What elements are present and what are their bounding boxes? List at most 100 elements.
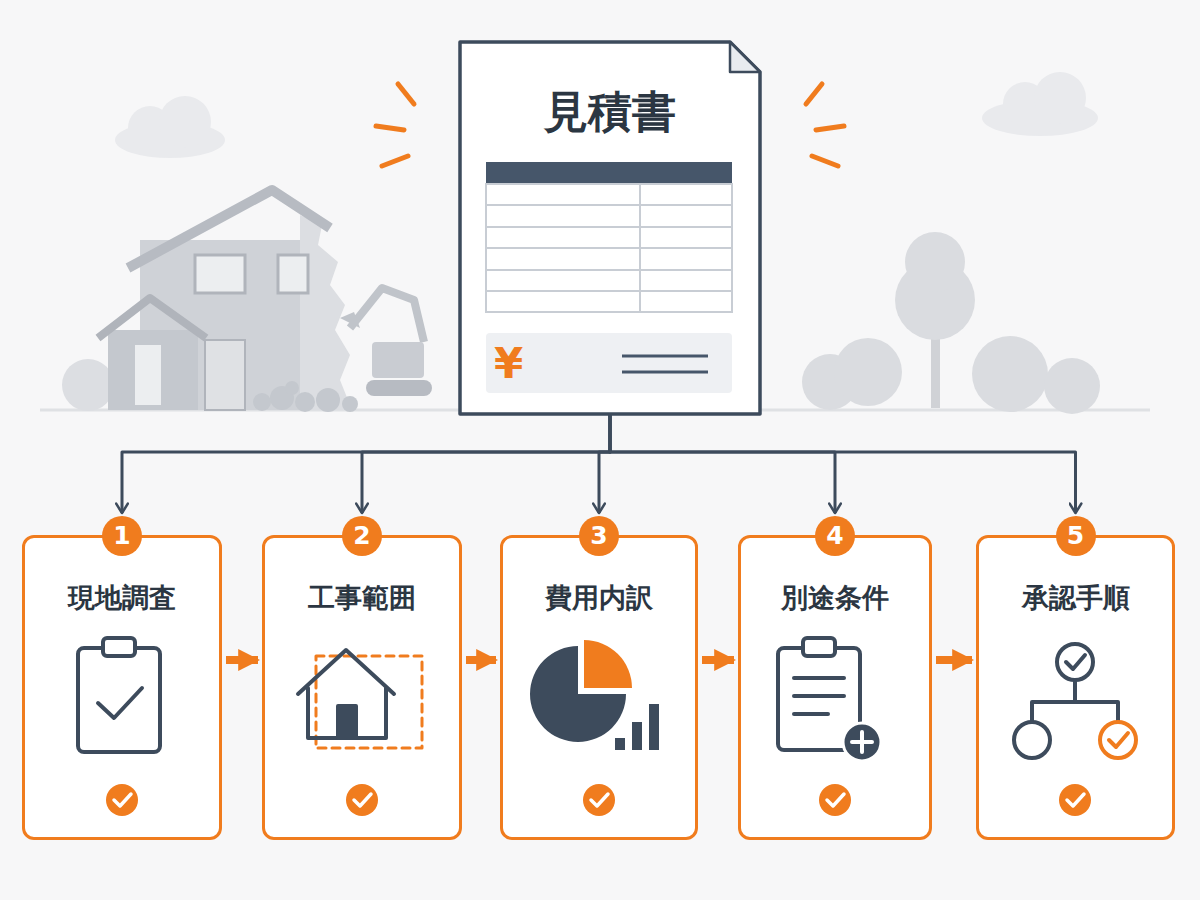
check-marks-part	[114, 794, 131, 806]
demolition-house-part	[350, 288, 424, 342]
demolition-house-part	[62, 359, 114, 411]
check-marks-part	[1059, 784, 1091, 816]
step-arrow	[936, 656, 972, 664]
demolition-house-part-part	[253, 393, 271, 411]
step-box: 1現地調査	[22, 535, 222, 840]
step-box: 3費用内訳	[500, 535, 698, 840]
branch-arrow	[599, 414, 610, 513]
demolition-house-part	[300, 215, 352, 410]
step-box: 4別途条件	[738, 535, 932, 840]
check-marks-part	[819, 784, 851, 816]
attention-sparks-part	[806, 84, 822, 104]
demolition-house-part-part	[285, 381, 299, 395]
check-marks-part	[354, 794, 371, 806]
estimate-document-part-part	[486, 204, 732, 206]
box-fill	[976, 535, 1175, 840]
conditions-icon-part	[803, 638, 835, 656]
attention-sparks-part	[382, 156, 408, 166]
box-fills	[22, 535, 1175, 840]
estimate-document: 見積書 ¥	[448, 42, 772, 414]
box-fill	[262, 535, 462, 840]
step-box: 5承認手順	[976, 535, 1175, 840]
box-fill	[738, 535, 932, 840]
estimate-document-part	[486, 184, 732, 312]
box-fill	[22, 535, 222, 840]
approval-flow-icon-part	[1057, 644, 1093, 680]
pie-chart-icon-part	[615, 738, 625, 750]
demolition-house-part	[278, 255, 308, 293]
check-marks-part	[346, 784, 378, 816]
estimate-document-part-part	[486, 290, 732, 292]
demolition-house-part	[108, 330, 198, 410]
attention-sparks-part	[816, 126, 844, 130]
pie-chart-icon-part	[632, 722, 642, 750]
conditions-icon-part	[860, 732, 864, 752]
step-title: 工事範囲	[300, 580, 424, 616]
scope-house-icon-part	[298, 650, 394, 694]
estimate-document-part-part	[639, 184, 641, 312]
demolition-house	[62, 190, 432, 412]
demolition-house-part	[98, 298, 206, 338]
approval-flow-icon-part	[1100, 722, 1136, 758]
conditions-icon-part	[794, 712, 828, 716]
conditions-icon	[778, 638, 881, 761]
estimate-document-part-part	[486, 226, 732, 228]
trees-part	[834, 338, 902, 406]
conditions-icon-part	[794, 694, 844, 698]
check-marks-part	[827, 794, 844, 806]
demolition-house-part-part	[295, 392, 315, 412]
document-title: 見積書	[448, 86, 772, 138]
box-fill	[500, 535, 698, 840]
currency-symbol: ¥	[448, 341, 772, 387]
trees	[802, 232, 1100, 414]
estimate-document-part	[486, 162, 732, 184]
demolition-house-part	[340, 312, 360, 328]
demolition-house-part-part	[342, 396, 358, 412]
scope-house-icon-part	[338, 706, 356, 738]
branch-arrow	[362, 414, 610, 513]
estimate-document-part-part	[486, 269, 732, 271]
clipboard-icon	[78, 638, 160, 752]
demolition-house-part	[253, 381, 358, 412]
trees-part	[1044, 358, 1100, 414]
check-marks-part	[1067, 794, 1084, 806]
conditions-icon-part	[843, 723, 881, 761]
pie-chart-icon	[530, 640, 659, 750]
estimate-document-part	[622, 371, 708, 374]
clouds-part	[159, 96, 211, 148]
approval-flow-icon-part	[1066, 655, 1085, 669]
step-title: 別途条件	[773, 580, 897, 616]
estimate-document-part	[730, 42, 760, 72]
demolition-house-part	[135, 345, 161, 405]
approval-flow-icon-part	[1014, 722, 1050, 758]
pie-chart-icon-part	[649, 704, 659, 750]
step-number: 1	[102, 516, 142, 556]
step-number: 2	[342, 516, 382, 556]
step-number: 3	[579, 516, 619, 556]
approval-flow-icon-part	[1073, 680, 1077, 702]
estimate-document-part	[622, 355, 708, 358]
step-arrow	[466, 656, 496, 664]
trees-part	[905, 232, 965, 292]
estimate-document-part	[486, 184, 732, 312]
scope-house-icon-part	[308, 688, 386, 738]
check-marks	[106, 784, 1091, 816]
step-number: 5	[1056, 516, 1096, 556]
step-title: 費用内訳	[537, 580, 661, 616]
check-marks-part	[106, 784, 138, 816]
scope-house-icon	[298, 650, 422, 748]
attention-sparks-part	[812, 156, 838, 166]
step-box: 2工事範囲	[262, 535, 462, 840]
trees-part	[972, 336, 1048, 412]
check-marks-part	[583, 784, 615, 816]
demolition-house-part	[372, 342, 424, 378]
clouds-part	[1034, 72, 1086, 124]
clipboard-icon-part	[103, 638, 135, 656]
demolition-house-part	[366, 380, 432, 396]
approval-flow-icon	[1014, 644, 1136, 758]
step-title: 承認手順	[1014, 580, 1138, 616]
demolition-house-part	[205, 340, 245, 410]
conditions-icon-part	[794, 676, 844, 680]
estimate-document-part-part	[486, 247, 732, 249]
